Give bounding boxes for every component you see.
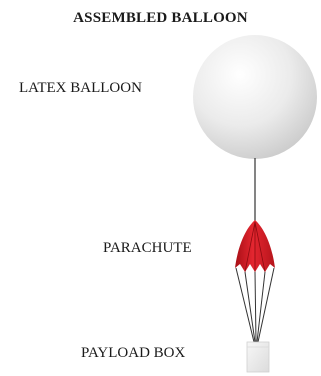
latex-balloon	[193, 35, 317, 159]
latex-balloon-label: LATEX BALLOON	[19, 80, 142, 96]
parachute-suspension-lines	[235, 267, 275, 343]
parachute-gore-lines	[244, 221, 266, 273]
parachute-label: PARACHUTE	[103, 240, 192, 256]
payload-box	[246, 341, 270, 373]
diagram-title: ASSEMBLED BALLOON	[73, 10, 248, 26]
payload-box-label: PAYLOAD BOX	[81, 345, 186, 361]
